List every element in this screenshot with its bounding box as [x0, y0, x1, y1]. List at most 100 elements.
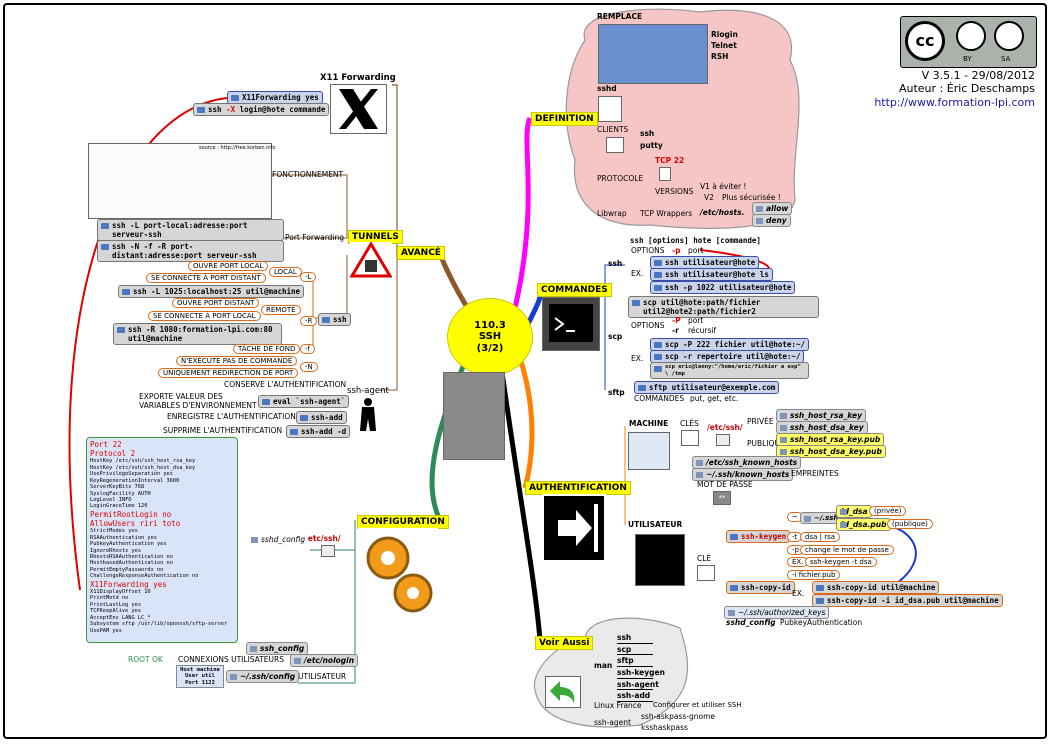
config-line: HostbasedAuthentication no — [90, 560, 173, 567]
local-label: LOCAL — [269, 267, 302, 277]
voir-lf-link[interactable]: Configurer et utiliser SSH — [653, 701, 742, 709]
voir-man: man — [594, 661, 613, 670]
cmd-ssh-add: ssh-add — [296, 411, 347, 424]
center-line2: SSH — [478, 331, 502, 343]
auth-cles: CLÉS — [680, 419, 699, 428]
root-ok: ROOT OK — [128, 655, 163, 664]
scp-ex3: scp eric@lenny:"/home/eric/fichier a esp… — [650, 362, 809, 380]
license-by: BY — [963, 55, 972, 63]
port-forwarding-label: Port Forwarding — [285, 233, 345, 242]
flag-f: -f — [300, 344, 315, 354]
gears-icon — [358, 528, 438, 620]
def-v2: V2 — [704, 193, 714, 202]
ssh-flag-p: -p — [672, 246, 681, 255]
x11-cmd-post: login@hote commande — [235, 105, 326, 114]
agent-conserve: CONSERVE L'AUTHENTIFICATION — [224, 380, 347, 389]
auth-etcssh: /etc/ssh/ — [707, 423, 743, 432]
section-avance: AVANCÉ — [397, 246, 445, 260]
config-line: PubkeyAuthentication yes — [90, 541, 167, 548]
section-authentification: AUTHENTIFICATION — [525, 481, 631, 495]
cmd-ssh-add-d: ssh-add -d — [286, 425, 351, 438]
by-person-icon — [956, 21, 986, 51]
voir-linux-france[interactable]: Linux France — [594, 701, 642, 710]
auth-mot-de-passe: MOT DE PASSE — [697, 480, 753, 489]
man-page-item[interactable]: sftp — [617, 657, 653, 667]
config-line: RhostsRSAAuthentication no — [90, 554, 173, 560]
tunnels-fonctionnement: FONCTIONNEMENT — [272, 170, 344, 179]
config-line: Subsystem sftp /usr/lib/openssh/sftp-ser… — [90, 621, 228, 628]
folder-icon — [321, 545, 335, 557]
x11-ssh-cmd: ssh -X login@hote commande — [193, 103, 330, 116]
ssh-ex: EX. — [631, 269, 644, 278]
sftp-list: put, get, etc. — [690, 394, 739, 403]
cmd-scp-node: scp — [608, 332, 623, 341]
cmd-local-tunnel: ssh -L 1025:localhost:25 util@machine — [118, 285, 305, 298]
user-key-icon — [697, 565, 715, 581]
def-remplace: REMPLACE — [597, 12, 643, 21]
def-etchosts: /etc/hosts. — [700, 208, 745, 217]
man-page-item[interactable]: ssh — [617, 633, 653, 644]
nexecute-pas: N'EXÉCUTE PAS DE COMMANDE — [176, 356, 298, 366]
user-ssh-config: ~/.ssh/config — [226, 670, 300, 683]
ssh-ex2: ssh utilisateur@hote ls — [650, 268, 773, 281]
man-page-item[interactable]: scp — [617, 645, 653, 656]
cmd-remote-tunnel: ssh -R 1080:formation-lpi.com:80 util@ma… — [113, 323, 282, 345]
page-frame — [3, 3, 1047, 739]
cmd-eval-agent: eval `ssh-agent` — [258, 395, 350, 408]
cmd-ssh-keygen: ssh-keygen — [726, 530, 791, 543]
copyid-flag-i: -i fichier.pub — [787, 570, 841, 580]
host-config-line: Host machine — [180, 667, 220, 673]
config-line: ChallengeResponseAuthentication no — [90, 573, 199, 580]
config-line: UsePrivilegeSeparation yes — [90, 471, 173, 478]
scp-options: OPTIONS — [631, 321, 665, 330]
author-url[interactable]: http://www.formation-lpi.com — [874, 96, 1035, 109]
keygen-change-pwd: change le mot de passe — [800, 545, 894, 555]
config-line: RSAAuthentication yes — [90, 534, 157, 541]
warning-tunnel-icon — [349, 241, 393, 278]
flag-L: -L — [300, 272, 317, 282]
doc-icon — [659, 167, 671, 181]
back-arrow-icon — [545, 676, 581, 708]
ouvre-port-distant: OUVRE PORT DISTANT — [172, 298, 260, 308]
man-page-item[interactable]: ssh-keygen — [617, 667, 665, 679]
uniquement-redirection: UNIQUEMENT REDIRECTION DE PORT — [158, 368, 299, 378]
sshd-config-file: sshd_config — [248, 534, 309, 545]
def-clients: CLIENTS — [597, 125, 629, 134]
man-page-item[interactable]: ssh-agent — [617, 679, 659, 691]
def-deny: deny — [752, 214, 791, 227]
machine-computer-icon — [628, 432, 670, 470]
def-v2-note: Plus sécurisée ! — [722, 193, 781, 202]
cmd-ssh-node: ssh — [608, 259, 623, 268]
id-dsa-file: id_dsa — [836, 505, 872, 518]
config-line: StrictModes yes — [90, 528, 138, 535]
config-line: X11Forwarding yes — [90, 579, 167, 589]
id-dsa-pub-file: id_dsa.pub — [836, 518, 891, 531]
auth-utilisateur: UTILISATEUR — [628, 520, 683, 529]
config-line: AcceptEnv LANG LC_* — [90, 614, 151, 621]
version: V 3.5.1 - 29/08/2012 — [921, 69, 1035, 82]
host-config-line: User util — [185, 673, 215, 680]
terminal-icon — [542, 297, 600, 351]
scp-ex: EX. — [631, 354, 644, 363]
center-line3: (3/2) — [476, 342, 504, 354]
def-rlogin: Rlogin — [711, 30, 738, 39]
config-line: AllowUsers riri toto — [90, 519, 181, 529]
man-page-item[interactable]: ssh-add — [617, 691, 653, 702]
x11-logo-icon — [330, 84, 387, 134]
agent-supprime: SUPPRIME L'AUTHENTIFICATION — [163, 426, 283, 435]
diagram-source: source : http://free.korben.info — [199, 145, 276, 151]
login-arrow-icon — [542, 494, 606, 562]
def-telnet: Telnet — [711, 41, 737, 50]
voir-askpass-gnome: ssh-askpass-gnome — [641, 712, 716, 721]
cc-license-badge: cc BY SA — [900, 16, 1037, 68]
flag-N: -N — [300, 362, 318, 372]
sa-share-icon — [994, 21, 1024, 51]
config-line: PermitEmptyPasswords no — [90, 566, 164, 573]
copyid-ex: EX. — [792, 589, 805, 598]
def-v1: V1 à éviter ! — [700, 182, 747, 191]
def-tcp22: TCP 22 — [655, 156, 685, 165]
config-line: SyslogFacility AUTH — [90, 490, 151, 497]
config-line: HostKey /etc/ssh/ssh_host_dsa_key — [90, 464, 196, 471]
